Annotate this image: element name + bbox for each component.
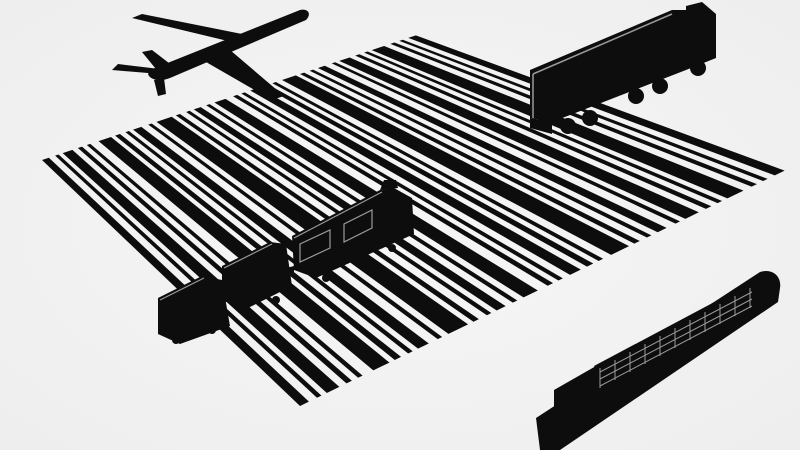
- barcode-stripe: [339, 57, 699, 219]
- barcode-stripe: [399, 39, 768, 182]
- barcode-stripe: [77, 146, 352, 384]
- barcode-stripe: [250, 87, 581, 275]
- barcode-icon: [42, 35, 785, 406]
- container-row-line: [599, 291, 753, 373]
- barcode-stripe: [125, 131, 413, 354]
- truck-icon: [530, 2, 716, 134]
- barcode-stripe: [98, 137, 390, 371]
- barcode-stripe: [263, 84, 594, 267]
- ship-container-lines: [599, 288, 753, 388]
- barcode-stripe: [156, 116, 469, 334]
- barcode-stripe: [55, 154, 322, 398]
- barcode-stripe: [390, 42, 757, 187]
- barcode-stripe: [241, 92, 563, 281]
- barcode-stripe: [317, 65, 667, 233]
- barcode-stripe: [86, 143, 363, 378]
- barcode-stripe: [148, 123, 443, 340]
- barcode-stripe: [299, 72, 640, 244]
- barcode-stripe: [371, 45, 744, 199]
- train-icon: [158, 180, 414, 344]
- barcode-stripe: [272, 82, 604, 261]
- container-row-line: [599, 298, 753, 380]
- barcode-stripe: [331, 62, 681, 224]
- barcode-stripe: [42, 157, 309, 406]
- barcode-stripe: [115, 134, 402, 360]
- barcode-stripe: [408, 35, 785, 176]
- barcode-stripe: [282, 75, 630, 255]
- barcode-stripe: [355, 54, 712, 209]
- container-row-line: [599, 305, 753, 387]
- barcode-stripe: [133, 126, 429, 349]
- barcode-stripe: [62, 149, 340, 393]
- train-highlights: [159, 191, 383, 301]
- barcode-stripe: [309, 69, 652, 238]
- airplane-icon: [112, 9, 309, 100]
- truck-highlights: [532, 13, 673, 118]
